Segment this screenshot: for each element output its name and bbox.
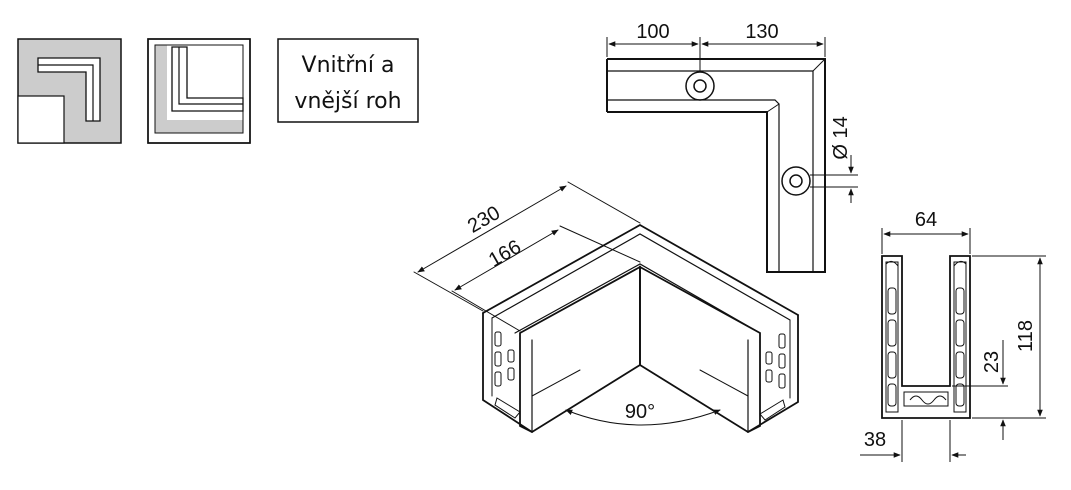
dim-130: 130 [745,21,778,43]
dim-hole-diameter: Ø 14 [830,116,852,159]
dim-230: 230 [464,202,504,238]
dim-angle: 90° [625,401,655,423]
mounting-hole-top [685,71,715,101]
dim-118: 118 [1015,320,1037,352]
inner-corner-icon [17,38,122,144]
dim-100: 100 [636,21,669,43]
label-line-1: Vnitřní a [302,53,395,78]
dim-166: 166 [485,236,525,272]
dim-64: 64 [915,209,937,231]
top-view [606,37,858,273]
mounting-hole-right [781,166,811,196]
label-line-2: vnější roh [294,89,401,114]
outer-corner-icon [147,38,251,144]
iso-view [413,181,799,434]
label-box: Vnitřní a vnější roh [277,38,419,123]
dim-38: 38 [864,429,886,451]
dim-23: 23 [981,351,1003,373]
section-view [860,228,1046,462]
